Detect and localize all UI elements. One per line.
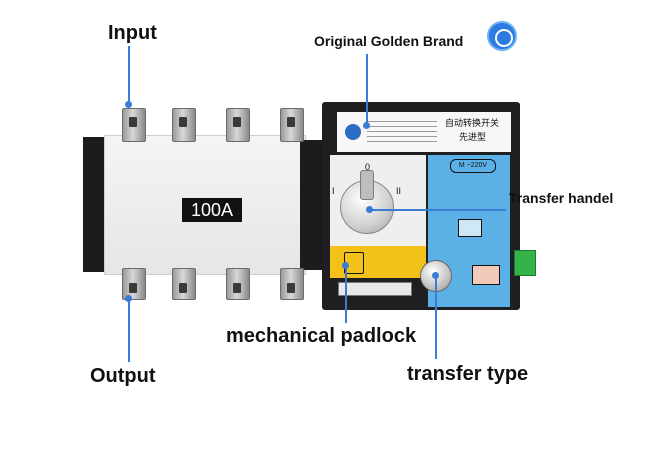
padlock-label: mechanical padlock <box>226 325 417 347</box>
output-terminal <box>122 268 146 300</box>
nameplate: 自动转换开关 先进型 <box>337 112 511 152</box>
brand-label: Original Golden Brand <box>314 33 464 49</box>
transfer-type-pointer-dot <box>432 272 439 279</box>
output-terminal <box>172 268 196 300</box>
transfer-type-pointer-line <box>435 277 437 359</box>
panel-subtitle: 先进型 <box>459 132 487 142</box>
input-terminal <box>226 108 250 142</box>
input-pointer-dot <box>125 101 132 108</box>
handle-position-two: II <box>396 186 402 196</box>
transfer-handle-grip <box>360 170 374 200</box>
output-label: Output <box>90 365 156 387</box>
padlock-slot[interactable] <box>338 282 412 296</box>
handle-position-one: I <box>332 186 335 196</box>
output-pointer-dot <box>125 295 132 302</box>
input-terminal <box>122 108 146 142</box>
control-terminal-block <box>514 250 536 276</box>
output-pointer-line <box>128 300 130 362</box>
output-terminal <box>226 268 250 300</box>
handle-pointer-line <box>370 209 506 211</box>
handle-pointer-dot <box>366 206 373 213</box>
breaker-right-bar <box>300 140 322 270</box>
brand-pointer-line <box>366 54 368 126</box>
golden-brand-logo-icon <box>487 21 517 51</box>
voltage-badge: M ~220V <box>450 159 496 173</box>
switch-icon <box>458 219 482 237</box>
padlock-pointer-dot <box>342 262 349 269</box>
transfer-handle-label: Transfer handel <box>509 190 614 206</box>
breaker-left-bar <box>83 137 105 272</box>
current-rating-label: 100A <box>182 198 242 222</box>
panel-title: 自动转换开关 <box>445 118 500 128</box>
input-terminal <box>172 108 196 142</box>
padlock-pointer-line <box>345 267 347 323</box>
brand-pointer-dot <box>363 122 370 129</box>
input-label: Input <box>108 22 157 44</box>
transfer-type-label: transfer type <box>407 363 529 385</box>
input-terminal <box>280 108 304 142</box>
input-pointer-line <box>128 46 130 104</box>
motor-icon <box>472 265 500 285</box>
brand-logo-icon <box>345 124 361 140</box>
output-terminal <box>280 268 304 300</box>
handle-position-zero: 0 <box>365 162 371 172</box>
nameplate-specs <box>367 121 437 143</box>
